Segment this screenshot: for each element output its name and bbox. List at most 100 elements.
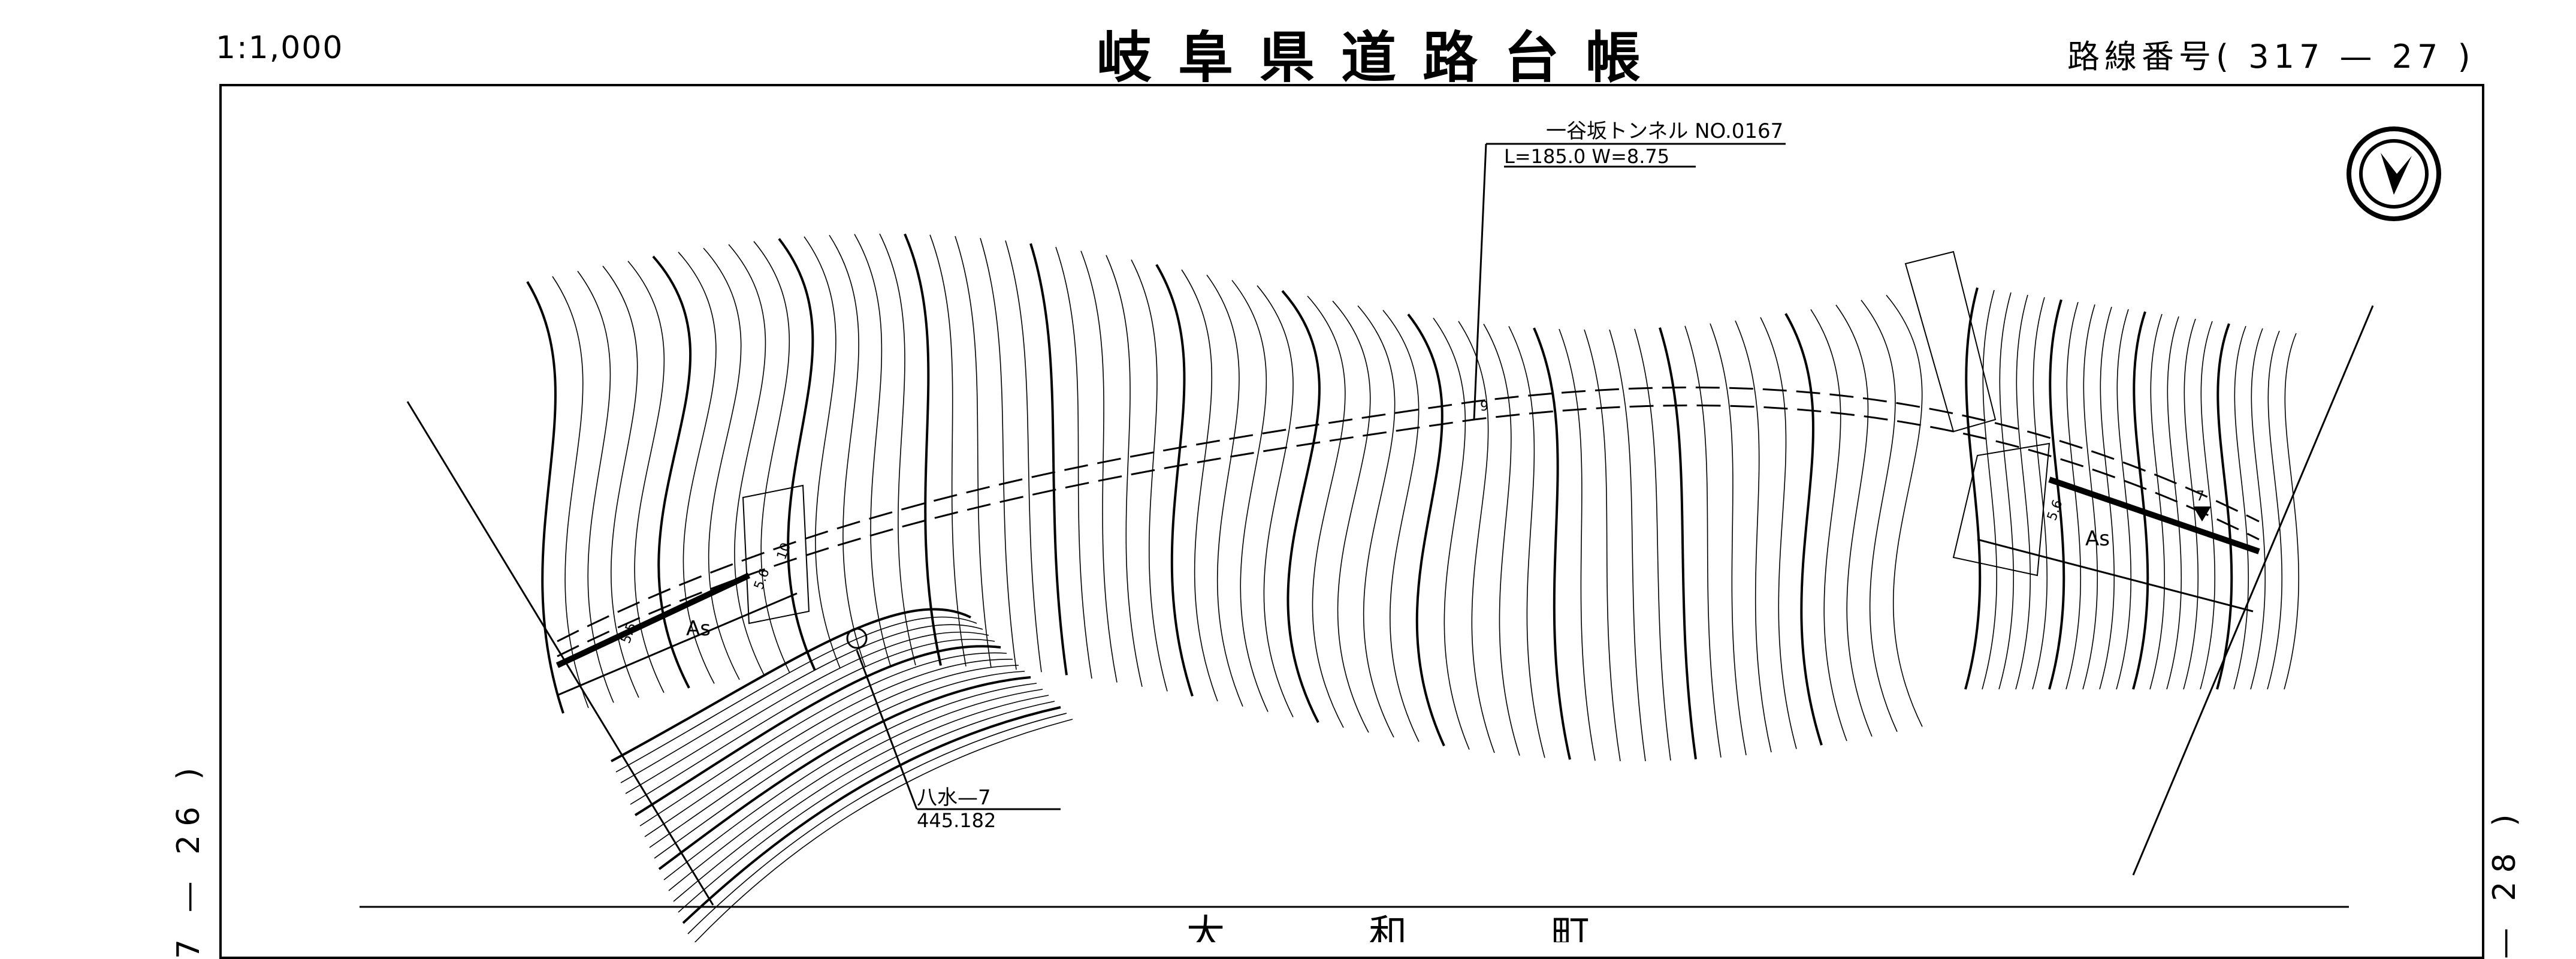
- contour-line: [2149, 313, 2166, 690]
- contour-line: [1659, 327, 1697, 759]
- contour-line: [644, 659, 1013, 837]
- contour-line: [649, 665, 1019, 848]
- contour-line: [2065, 301, 2082, 690]
- contour-line: [1508, 325, 1545, 758]
- contour-line: [687, 713, 1067, 934]
- contour-line: [2284, 333, 2300, 690]
- contour-line: [2048, 299, 2065, 690]
- contour-line: [904, 233, 942, 666]
- map-scale: 1:1,000: [216, 30, 344, 66]
- contour-line: [778, 238, 816, 671]
- contour-line: [602, 266, 639, 698]
- contour-line: [682, 706, 1061, 924]
- contour-line: [1106, 255, 1143, 687]
- contour-line: [1760, 317, 1797, 749]
- contour-line: [1382, 310, 1420, 742]
- contour-lines: [526, 233, 2300, 942]
- contour-line: [1559, 328, 1596, 761]
- contour-line: [1231, 280, 1269, 712]
- tunnel-label: 一谷坂トンネル NO.0167 L=185.0 W=8.75: [1473, 119, 1786, 420]
- road-width-right: 5.6: [2045, 498, 2065, 523]
- contour-line: [1964, 287, 1982, 690]
- contour-line: [829, 234, 866, 667]
- contour-line: [854, 234, 891, 666]
- contour-line: [955, 236, 992, 668]
- embankment-hatching: [742, 251, 2050, 625]
- contour-line: [654, 671, 1025, 859]
- road: [555, 386, 2260, 696]
- contour-line: [577, 270, 614, 703]
- contour-line: [1982, 289, 1998, 690]
- town-name: 大 和 町: [1186, 912, 1656, 942]
- benchmark: 八水—7 445.182: [846, 628, 1061, 832]
- contour-line: [1684, 325, 1722, 758]
- contour-line: [2267, 330, 2283, 690]
- contour-line: [2082, 304, 2098, 690]
- benchmark-elevation: 445.182: [917, 809, 996, 832]
- contour-line: [2166, 316, 2182, 690]
- contour-line: [1483, 324, 1520, 756]
- contour-line: [1861, 300, 1898, 732]
- contour-line: [1609, 329, 1646, 761]
- road-width-left-2: 5.6: [751, 567, 772, 592]
- contour-line: [652, 255, 692, 689]
- contour-line: [1257, 285, 1294, 717]
- contour-line: [611, 608, 971, 762]
- tunnel-name: 一谷坂トンネル NO.0167: [1546, 119, 1783, 143]
- contour-line: [663, 683, 1037, 880]
- surface-type-left: As: [686, 617, 711, 641]
- contour-line: [658, 676, 1031, 870]
- contour-line: [2099, 306, 2115, 690]
- contour-line: [879, 233, 916, 666]
- contour-line: [1332, 300, 1371, 733]
- contour-line: [753, 241, 790, 674]
- contour-line: [1206, 275, 1243, 707]
- contour-line: [1080, 251, 1118, 683]
- surface-type-right: As: [2085, 527, 2110, 551]
- contour-line: [2233, 325, 2249, 690]
- contour-line: [1886, 294, 1923, 727]
- contour-line: [1131, 260, 1168, 692]
- contour-line: [634, 645, 1001, 816]
- contour-line: [615, 616, 977, 773]
- contour-line: [1155, 264, 1194, 697]
- contour-line: [1433, 318, 1470, 750]
- contour-line: [1407, 313, 1445, 747]
- contour-line: [703, 248, 742, 680]
- contour-line: [2250, 328, 2266, 690]
- marker-7: 7: [2196, 489, 2204, 504]
- route-number-main: 317: [2248, 38, 2325, 76]
- route-number: 路線番号( 317 — 27 ): [2067, 30, 2475, 77]
- contour-line: [1307, 295, 1346, 728]
- contour-line: [2183, 318, 2199, 690]
- contour-line: [673, 695, 1049, 902]
- page-title: 岐阜県道路台帳: [1097, 26, 1668, 90]
- contour-line: [1998, 292, 2015, 690]
- contour-line: [526, 281, 564, 714]
- contour-line: [1710, 323, 1747, 755]
- contour-line: [2132, 311, 2149, 690]
- route-separator: —: [2339, 38, 2377, 76]
- contour-line: [980, 238, 1017, 670]
- north-arrow-icon: [2347, 126, 2441, 221]
- contour-line: [1029, 243, 1068, 675]
- contour-line: [1055, 246, 1092, 679]
- contour-line: [552, 276, 589, 708]
- contour-line: [668, 689, 1043, 891]
- contour-line: [1634, 328, 1671, 761]
- contour-line: [2032, 297, 2048, 690]
- contour-line: [804, 236, 841, 669]
- contour-line: [929, 234, 967, 667]
- contour-line: [630, 638, 995, 805]
- contour-line: [1533, 327, 1571, 760]
- route-close: ): [2457, 38, 2475, 76]
- contour-line: [678, 701, 1055, 913]
- contour-line: [1810, 309, 1847, 741]
- contour-line: [1835, 304, 1873, 737]
- contour-line: [1784, 313, 1823, 746]
- contour-line: [620, 624, 983, 783]
- road-width-left-1: 5.5: [618, 621, 639, 646]
- route-label: 路線番号(: [2067, 38, 2234, 76]
- route-sheet: 27: [2391, 38, 2443, 76]
